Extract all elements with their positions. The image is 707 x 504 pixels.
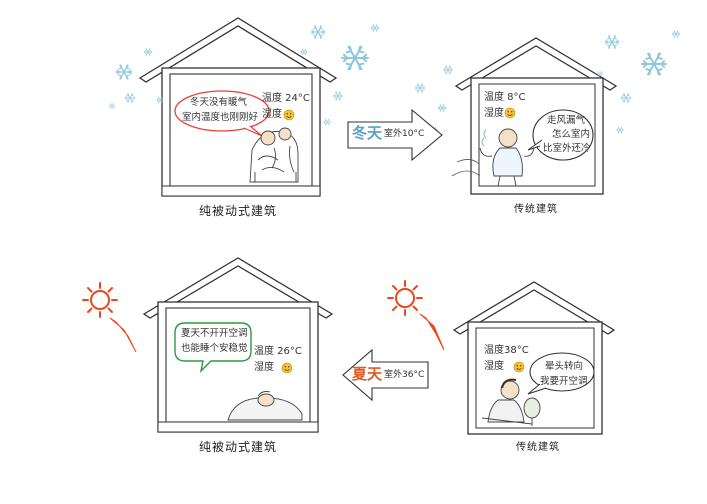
hot-person-sketch bbox=[481, 378, 541, 426]
family-sofa-sketch bbox=[249, 127, 299, 183]
arrow-summer-outdoor: 室外36°C bbox=[384, 370, 425, 380]
speech-winter-traditional-line2: 怎么室内 bbox=[552, 129, 591, 140]
arrow-winter-season: 冬天 bbox=[352, 124, 383, 142]
speech-winter-passive-line2: 室内温度也刚刚好 bbox=[182, 112, 259, 123]
speech-summer-passive-line2: 也能睡个安稳觉 bbox=[181, 343, 248, 354]
speech-winter-passive-line1: 冬天没有暖气 bbox=[190, 97, 248, 108]
humidity-summer-passive: 湿度 bbox=[254, 362, 274, 373]
temp-winter-passive: 温度 24°C bbox=[262, 93, 310, 104]
house-winter-passive bbox=[108, 17, 380, 197]
caption-winter-passive: 纯被动式建筑 bbox=[199, 204, 278, 218]
caption-summer-traditional: 传统建筑 bbox=[516, 442, 560, 453]
speech-summer-passive-line1: 夏天不开开空调 bbox=[181, 328, 248, 339]
temp-summer-passive: 温度 26°C bbox=[254, 346, 302, 357]
house-summer-passive bbox=[82, 257, 334, 433]
shivering-person-sketch bbox=[479, 128, 535, 187]
speech-winter-traditional-line3: 比室外还冷 bbox=[543, 143, 591, 154]
sleeping-person-sketch bbox=[227, 391, 303, 421]
arrow-winter-outdoor: 室外10°C bbox=[384, 129, 425, 139]
humidity-summer-traditional: 湿度 bbox=[484, 361, 504, 372]
house-summer-traditional bbox=[387, 280, 616, 435]
arrow-summer bbox=[342, 348, 429, 402]
caption-summer-passive: 纯被动式建筑 bbox=[199, 440, 278, 454]
humidity-winter-passive: 湿度 bbox=[262, 109, 282, 120]
sun-icon bbox=[82, 282, 118, 318]
caption-winter-traditional: 传统建筑 bbox=[514, 204, 558, 215]
speech-winter-traditional-line1: 走风漏气 bbox=[547, 115, 586, 126]
speech-summer-traditional-line2: 我要开空调 bbox=[540, 376, 588, 387]
sun-icon bbox=[387, 280, 423, 316]
humidity-winter-traditional: 湿度 bbox=[484, 108, 504, 119]
speech-summer-traditional-line1: 晕头转向 bbox=[545, 361, 584, 372]
temp-summer-traditional: 温度38°C bbox=[484, 345, 529, 356]
temp-winter-traditional: 温度 8°C bbox=[484, 92, 526, 103]
arrow-winter bbox=[347, 108, 443, 162]
house-winter-traditional bbox=[414, 30, 681, 195]
arrow-summer-season: 夏天 bbox=[352, 365, 383, 383]
